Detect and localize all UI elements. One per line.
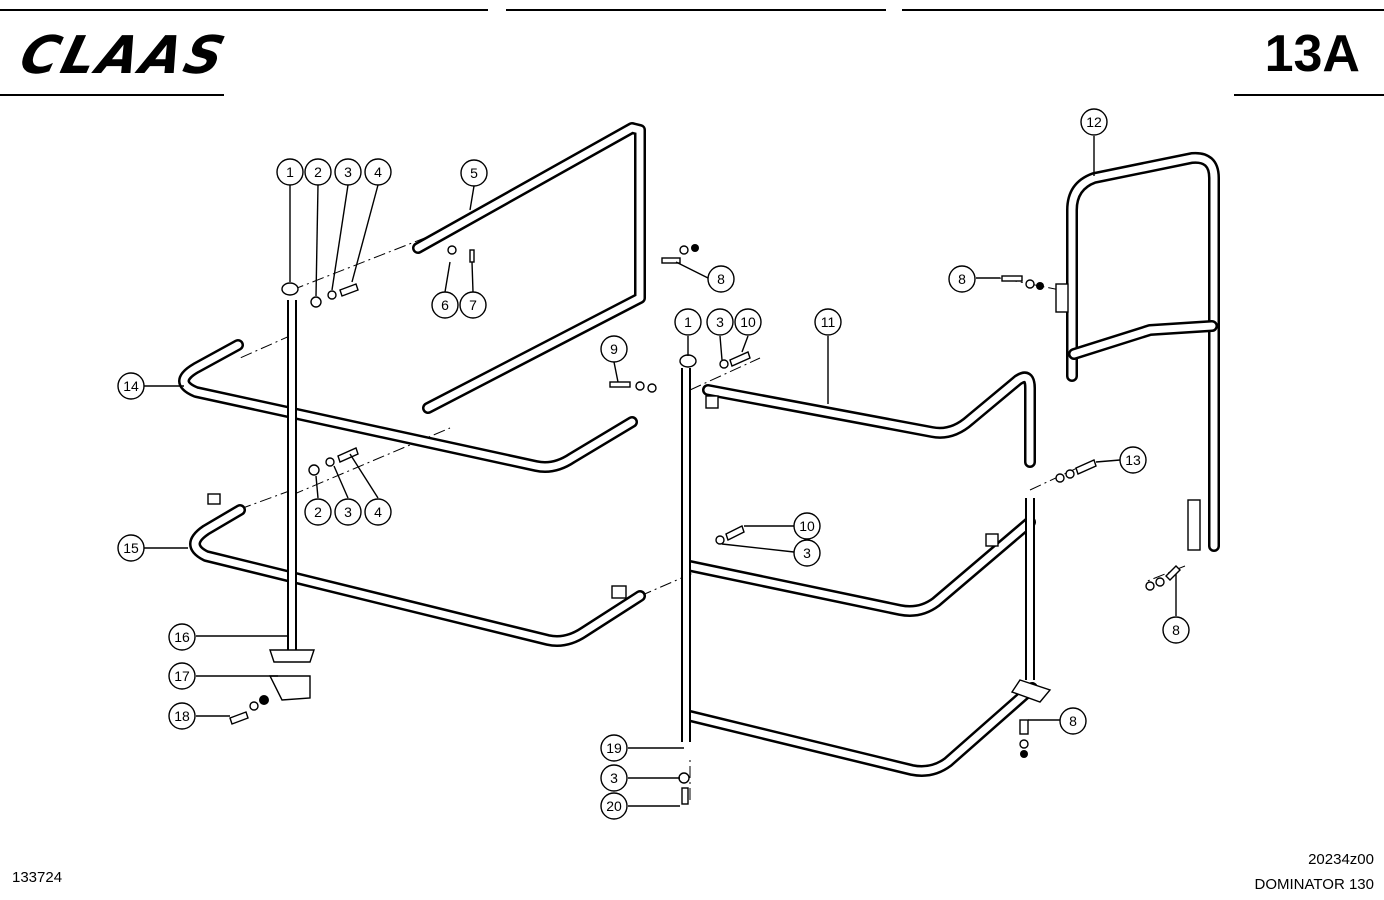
- callout: 3: [793, 539, 821, 567]
- callout: 1: [276, 158, 304, 186]
- leader-lines: [144, 136, 1177, 807]
- model-name: DOMINATOR 130: [1254, 876, 1374, 893]
- callout-label: 11: [821, 314, 836, 330]
- callout: 9: [600, 335, 628, 363]
- rear-frame: [1055, 151, 1220, 552]
- callout-label: 18: [174, 708, 190, 724]
- callout: 8: [948, 265, 976, 293]
- drawing-number: 133724: [12, 869, 63, 886]
- callout: 10: [734, 308, 762, 336]
- callout-label: 8: [958, 271, 966, 287]
- callout-label: 9: [610, 341, 618, 357]
- callout: 14: [117, 372, 145, 400]
- callout-label: 1: [684, 314, 692, 330]
- callout-label: 20: [606, 798, 622, 814]
- callout: 8: [707, 265, 735, 293]
- callout-label: 8: [717, 271, 725, 287]
- top-rule-middle: [506, 9, 886, 11]
- callout: 11: [814, 308, 842, 336]
- callout: 1: [674, 308, 702, 336]
- callout-label: 7: [469, 297, 477, 313]
- callout-label: 8: [1069, 713, 1077, 729]
- callout-label: 3: [716, 314, 724, 330]
- callout-label: 2: [314, 504, 322, 520]
- callout: 16: [168, 623, 196, 651]
- callout: 2: [304, 158, 332, 186]
- callout: 3: [706, 308, 734, 336]
- callout: 5: [460, 159, 488, 187]
- callout: 13: [1119, 446, 1147, 474]
- lower-rail-left: [189, 493, 646, 647]
- left-post: [269, 282, 315, 663]
- callout-label: 3: [803, 545, 811, 561]
- top-rule-left: [0, 9, 488, 11]
- callout-label: 3: [344, 164, 352, 180]
- callout-label: 12: [1086, 114, 1102, 130]
- callout: 3: [600, 764, 628, 792]
- middle-post: [679, 354, 697, 742]
- callout: 4: [364, 498, 392, 526]
- hardware: [229, 244, 1181, 805]
- callout: 15: [117, 534, 145, 562]
- upper-rail-left: [178, 339, 638, 473]
- callout: 8: [1059, 707, 1087, 735]
- callout-label: 10: [799, 518, 815, 534]
- callout-label: 8: [1172, 622, 1180, 638]
- callout-label: 14: [123, 378, 139, 394]
- callout: 18: [168, 702, 196, 730]
- callout-label: 2: [314, 164, 322, 180]
- callout-label: 6: [441, 297, 449, 313]
- callout-label: 3: [610, 770, 618, 786]
- callout-label: 4: [374, 504, 382, 520]
- callout-label: 17: [174, 668, 190, 684]
- callout: 19: [600, 734, 628, 762]
- callout-label: 3: [344, 504, 352, 520]
- header-rule-left: [0, 94, 224, 96]
- header-rule-right: [1234, 94, 1384, 96]
- callout-label: 15: [123, 540, 139, 556]
- callout-label: 13: [1125, 452, 1141, 468]
- callout-label: 19: [606, 740, 622, 756]
- right-frame: [684, 371, 1052, 777]
- top-rule-right: [902, 9, 1384, 11]
- callout-label: 1: [286, 164, 294, 180]
- callout: 8: [1162, 616, 1190, 644]
- callout-label: 5: [470, 165, 478, 181]
- callout: 2: [304, 498, 332, 526]
- callout: 3: [334, 158, 362, 186]
- callout: 4: [364, 158, 392, 186]
- callout: 17: [168, 662, 196, 690]
- back-frame: [412, 122, 646, 414]
- callout-label: 16: [174, 629, 190, 645]
- page-number: 13A: [1264, 25, 1360, 83]
- callout: 7: [459, 291, 487, 319]
- callout: 12: [1080, 108, 1108, 136]
- callout: 20: [600, 792, 628, 820]
- callout-label: 10: [740, 314, 756, 330]
- bracket: [268, 675, 311, 701]
- callout: 6: [431, 291, 459, 319]
- callout: 3: [334, 498, 362, 526]
- callout: 10: [793, 512, 821, 540]
- figure-code: 20234z00: [1308, 851, 1374, 868]
- callout-label: 4: [374, 164, 382, 180]
